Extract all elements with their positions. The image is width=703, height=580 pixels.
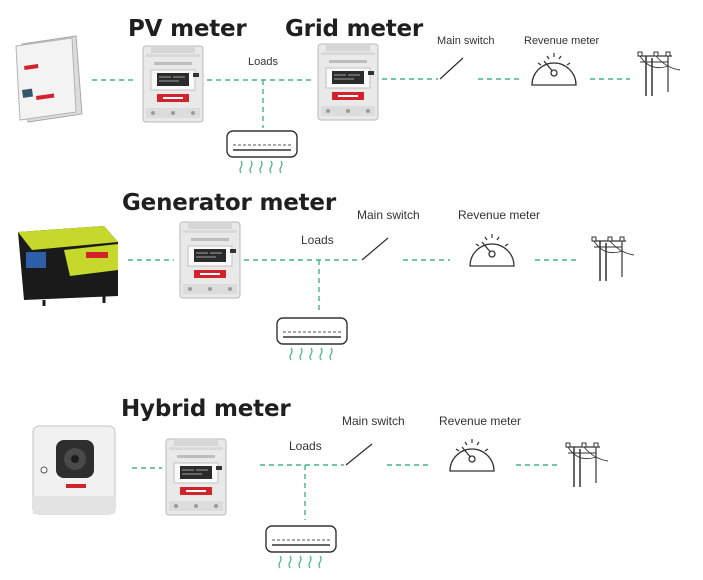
pv-inverter-icon [15, 35, 83, 123]
main-switch-icon-row3 [345, 443, 373, 466]
utility-pole-icon-row2 [591, 236, 635, 282]
hybrid-inverter-icon [32, 425, 116, 515]
revenue-meter-label-row2: Revenue meter [458, 208, 541, 222]
revenue-meter-icon-row2 [469, 233, 515, 267]
hybrid-meter-title: Hybrid meter [121, 396, 291, 422]
hybrid-meter-device [165, 438, 227, 516]
grid-meter-title: Grid meter [285, 16, 424, 42]
revenue-meter-label-row1: Revenue meter [524, 35, 600, 47]
main-switch-icon-row1 [439, 57, 464, 80]
pv-meter-title: PV meter [128, 16, 247, 42]
loads-label-row2: Loads [301, 233, 334, 247]
air-conditioner-load-icon-row3 [265, 525, 337, 569]
main-switch-label-row3: Main switch [342, 414, 405, 428]
air-conditioner-load-icon-row2 [276, 317, 348, 361]
grid-meter-device [317, 43, 379, 121]
air-conditioner-load-icon-row1 [226, 130, 298, 174]
main-switch-label-row2: Main switch [357, 208, 420, 222]
generator-icon [18, 226, 118, 306]
generator-meter-device [179, 221, 241, 299]
loads-label-row1: Loads [248, 56, 278, 68]
main-switch-label-row1: Main switch [437, 35, 495, 47]
revenue-meter-label-row3: Revenue meter [439, 414, 522, 428]
loads-label-row3: Loads [289, 439, 322, 453]
revenue-meter-icon-row3 [449, 438, 495, 472]
utility-pole-icon-row3 [565, 442, 609, 488]
utility-pole-icon-row1 [637, 51, 681, 97]
generator-meter-title: Generator meter [122, 190, 336, 216]
main-switch-icon-row2 [361, 237, 389, 261]
pv-meter-device [142, 45, 204, 123]
revenue-meter-icon-row1 [531, 52, 577, 86]
